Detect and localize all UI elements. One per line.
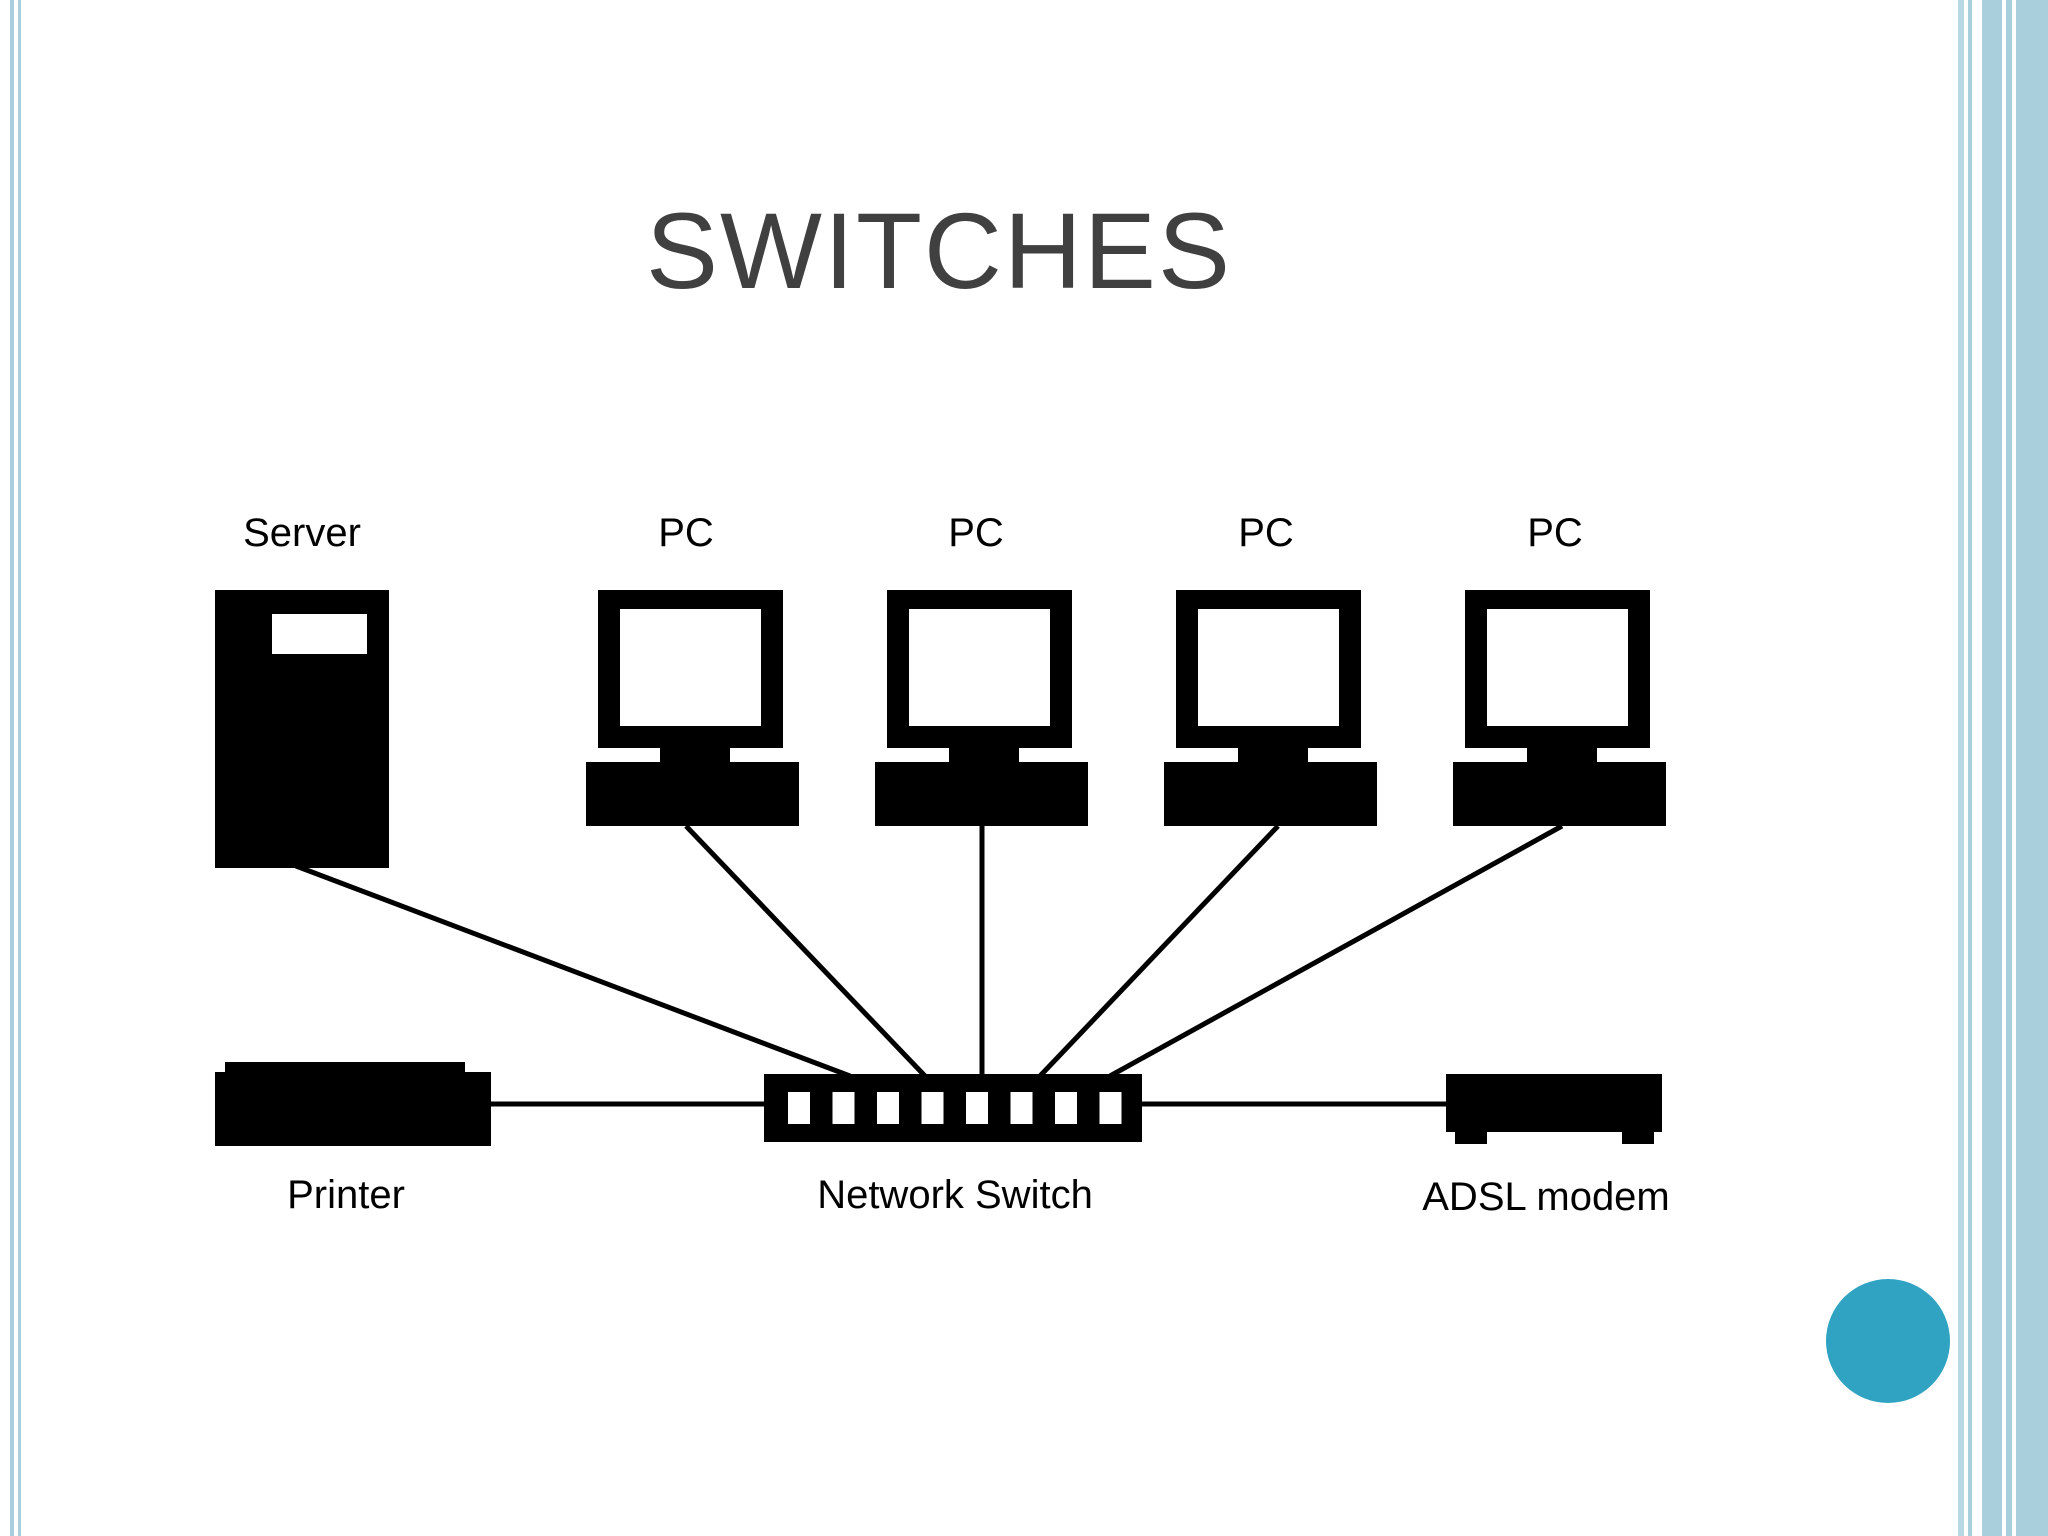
switch-port xyxy=(788,1092,810,1124)
network-switch-label: Network Switch xyxy=(817,1173,1093,1217)
pc-label-2: PC xyxy=(948,511,1004,555)
printer-label: Printer xyxy=(287,1173,405,1217)
pc-label-1: PC xyxy=(658,511,714,555)
connection-lines xyxy=(295,823,1564,1107)
switch-port xyxy=(966,1092,988,1124)
server-icon xyxy=(215,590,389,868)
link-pc1-switch xyxy=(684,824,927,1078)
pc-label-4: PC xyxy=(1527,511,1583,555)
slide-title: SWITCHES xyxy=(645,190,1232,311)
switch-port xyxy=(877,1092,899,1124)
left-border xyxy=(0,0,26,1536)
link-pc4-switch xyxy=(1108,823,1564,1079)
adsl-modem-label: ADSL modem xyxy=(1422,1175,1670,1219)
pc-icon-2 xyxy=(875,590,1088,826)
link-server-switch xyxy=(295,863,851,1079)
adsl-modem-icon xyxy=(1446,1074,1662,1144)
pc-label-3: PC xyxy=(1238,511,1294,555)
server-label: Server xyxy=(243,511,361,555)
pc-icon-3 xyxy=(1164,590,1377,826)
pc-icon-1 xyxy=(586,590,799,826)
switch-port xyxy=(1055,1092,1077,1124)
switch-ports xyxy=(788,1092,1122,1124)
link-pc3-switch xyxy=(1038,824,1280,1078)
right-border xyxy=(1958,0,2048,1536)
printer-icon xyxy=(215,1062,491,1146)
switch-port xyxy=(832,1092,855,1124)
switch-port xyxy=(921,1092,944,1124)
slide-accent-circle xyxy=(1826,1279,1950,1403)
pc-icon-4 xyxy=(1453,590,1666,826)
network-switch-icon xyxy=(764,1074,1142,1142)
switch-port xyxy=(1099,1092,1122,1124)
switch-port xyxy=(1010,1092,1033,1124)
